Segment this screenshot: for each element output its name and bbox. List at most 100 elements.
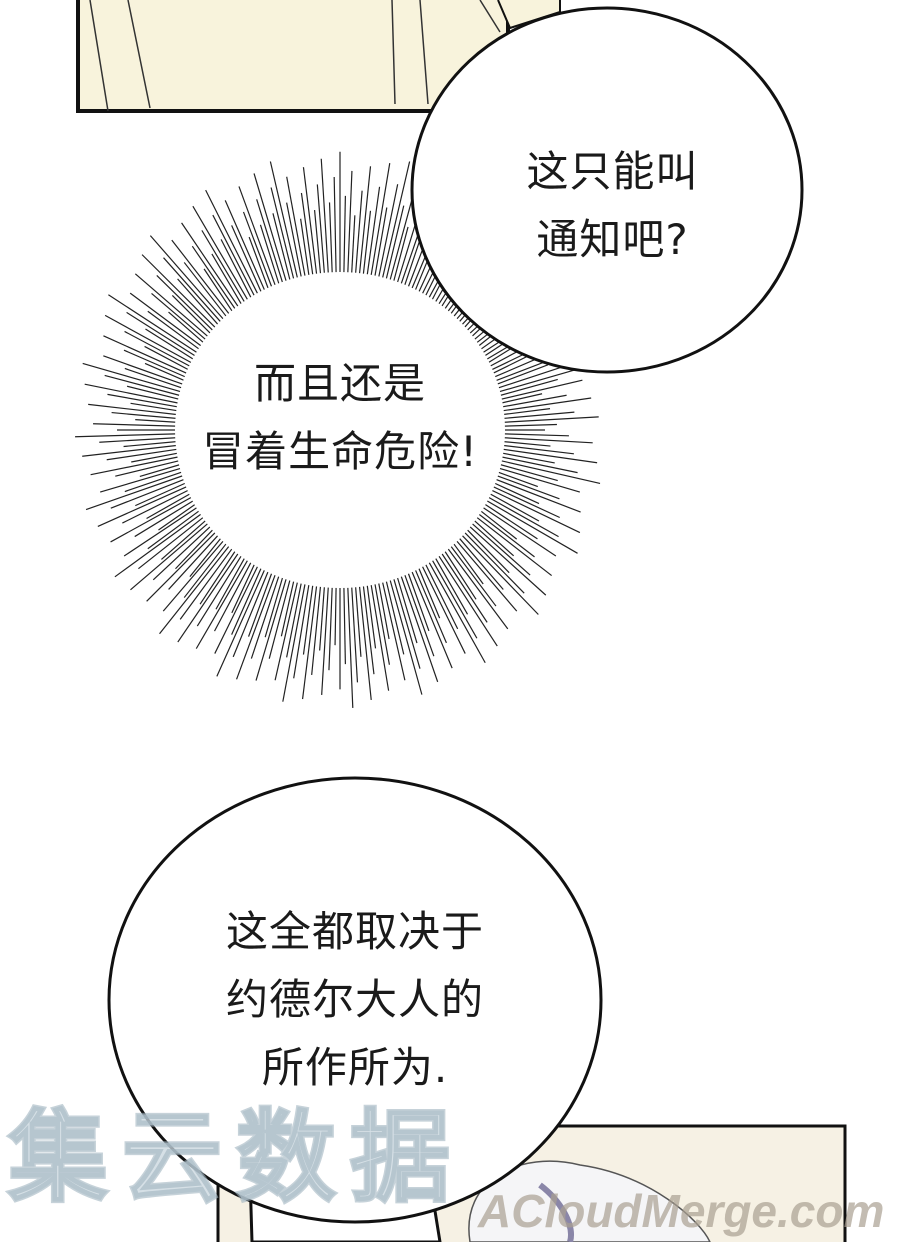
- burst-line: [211, 253, 244, 307]
- burst-line: [88, 403, 181, 416]
- burst-line: [242, 211, 274, 290]
- burst-line: [366, 186, 381, 278]
- burst-line: [311, 584, 322, 676]
- burst-line: [486, 491, 540, 522]
- bubble-line: 这只能叫: [526, 147, 699, 196]
- burst-line: [103, 355, 187, 387]
- burst-line: [84, 383, 183, 405]
- burst-line: [124, 330, 194, 369]
- burst-line: [247, 570, 274, 637]
- burst-line: [163, 257, 224, 325]
- burst-line: [448, 543, 497, 607]
- burst-line: [282, 581, 307, 702]
- burst-line: [350, 584, 359, 683]
- burst-line: [124, 470, 186, 493]
- burst-line: [430, 557, 478, 639]
- burst-line: [159, 543, 232, 635]
- burst-line: [168, 532, 221, 590]
- burst-line: [214, 563, 260, 654]
- burst-line: [205, 189, 260, 297]
- burst-line: [171, 295, 214, 337]
- burst-line: [192, 205, 250, 303]
- burst-line: [417, 565, 441, 619]
- burst-line: [274, 579, 299, 681]
- burst-line: [477, 508, 518, 540]
- burst-line: [498, 451, 555, 464]
- burst-line: [104, 314, 196, 366]
- burst-line: [264, 574, 284, 638]
- bubble-line: 这全都取决于: [225, 907, 484, 956]
- burst-line: [199, 548, 238, 605]
- burst-line: [498, 397, 592, 412]
- burst-line: [177, 278, 221, 328]
- burst-line: [126, 311, 199, 359]
- burst-line: [215, 555, 247, 610]
- burst-line: [110, 477, 189, 509]
- burst-line: [385, 205, 405, 282]
- burst-line: [343, 195, 346, 275]
- burst-line: [461, 529, 525, 594]
- burst-line: [499, 433, 569, 437]
- burst-line: [156, 275, 216, 334]
- burst-line: [496, 462, 558, 482]
- burst-line: [499, 423, 557, 427]
- burst-line: [321, 584, 330, 695]
- burst-line: [130, 402, 182, 412]
- burst-line: [123, 504, 201, 557]
- burst-line: [270, 187, 295, 282]
- burst-line: [272, 213, 292, 283]
- burst-line: [406, 570, 430, 632]
- burst-line: [396, 574, 418, 644]
- burst-line: [494, 470, 539, 488]
- burst-line: [496, 459, 601, 485]
- burst-line: [496, 378, 558, 398]
- burst-line: [487, 487, 581, 534]
- burst-line: [114, 511, 205, 578]
- burst-line: [333, 177, 337, 275]
- burst-line: [413, 567, 447, 644]
- burst-line: [196, 553, 244, 627]
- burst-line: [362, 583, 375, 675]
- top-bubble-text: 这只能叫 通知吧?: [480, 138, 745, 274]
- burst-line: [489, 484, 560, 519]
- burst-line: [177, 550, 241, 643]
- burst-line: [490, 480, 540, 505]
- burst-line: [481, 501, 538, 540]
- burst-line: [162, 538, 226, 612]
- burst-line: [146, 529, 219, 602]
- burst-line: [385, 578, 405, 655]
- burst-line: [123, 349, 190, 380]
- burst-line: [469, 520, 531, 576]
- burst-line: [439, 550, 488, 623]
- burst-line: [191, 245, 238, 312]
- burst-line: [135, 480, 190, 507]
- burst-line: [381, 579, 406, 681]
- burst-line: [320, 158, 330, 276]
- burst-line: [499, 436, 593, 444]
- burst-line: [269, 161, 299, 281]
- burst-line: [255, 576, 288, 681]
- burst-line: [216, 567, 267, 677]
- character-head: [468, 1160, 711, 1242]
- burst-line: [123, 440, 181, 448]
- burst-line: [388, 577, 423, 695]
- burst-line: [131, 451, 182, 463]
- burst-line: [134, 273, 211, 340]
- burst-line: [496, 379, 583, 401]
- burst-line: [168, 311, 207, 346]
- burst-line: [370, 163, 391, 278]
- burst-line: [189, 535, 224, 577]
- burst-line: [451, 540, 484, 585]
- burst-line: [253, 173, 288, 284]
- burst-text: 而且还是 冒着生命危险!: [160, 350, 520, 486]
- burst-line: [75, 433, 181, 438]
- burst-line: [300, 218, 310, 278]
- burst-line: [201, 230, 247, 305]
- burst-line: [301, 583, 318, 700]
- burst-line: [97, 484, 191, 527]
- burst-line: [107, 393, 182, 409]
- burst-line: [347, 584, 354, 708]
- burst-line: [232, 568, 270, 658]
- burst-line: [85, 473, 187, 511]
